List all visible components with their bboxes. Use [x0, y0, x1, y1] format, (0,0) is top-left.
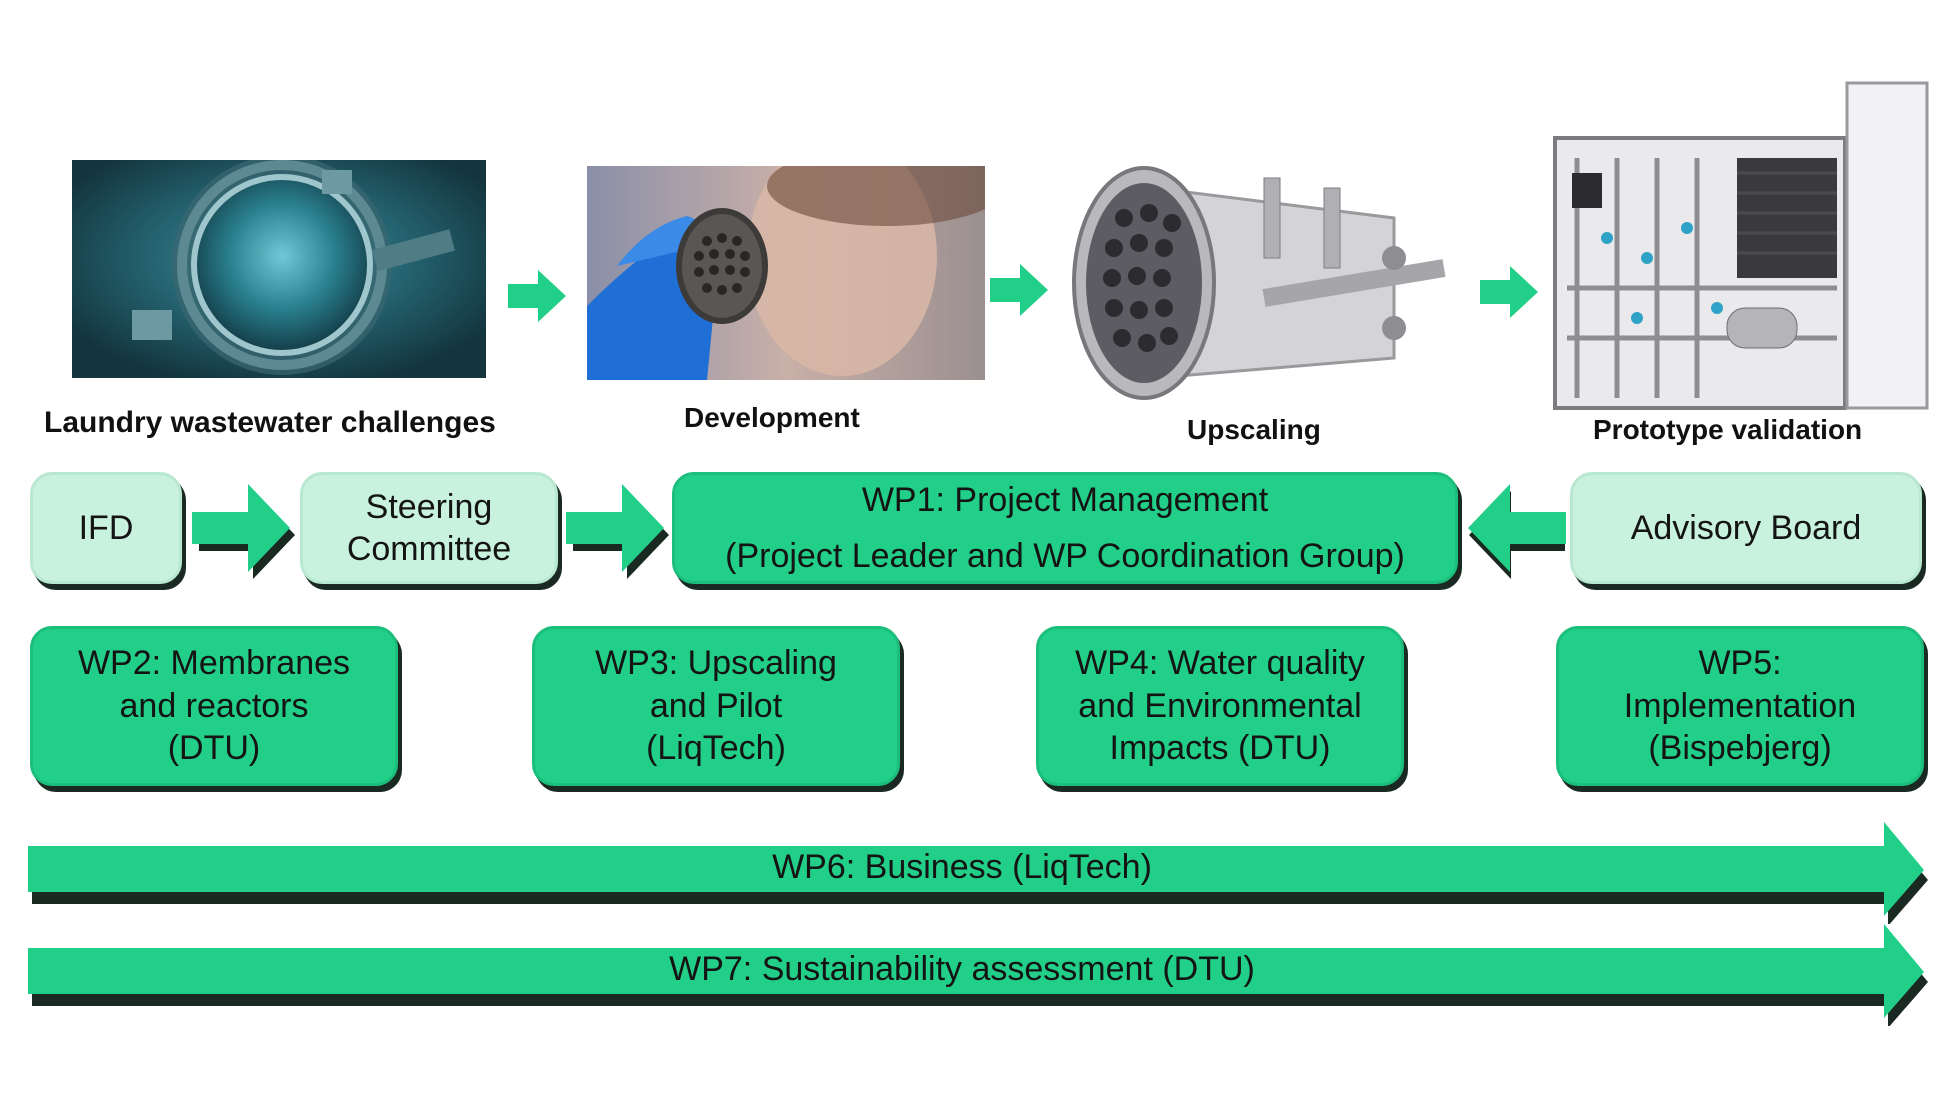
- wp3-box: WP3: Upscaling and Pilot (LiqTech): [532, 626, 900, 786]
- stage-caption-upscaling: Upscaling: [1187, 414, 1321, 445]
- upscaling-module-image: [1064, 148, 1474, 410]
- prototype-unit-image: [1547, 78, 1937, 416]
- stage-caption-prototype: Prototype validation: [1593, 414, 1863, 445]
- ifd-label: IFD: [78, 508, 134, 547]
- wp1-title: WP1: Project Management: [861, 480, 1269, 519]
- arrow-ifd-to-steering: [192, 484, 295, 579]
- wp2-label: WP2: Membranes and reactors (DTU): [77, 644, 351, 768]
- membrane-development-image: [587, 166, 985, 380]
- ifd-box: IFD: [30, 472, 182, 584]
- advisory-board-box: Advisory Board: [1570, 472, 1922, 584]
- advisory-board-label: Advisory Board: [1630, 508, 1862, 547]
- wp6-band-arrow: [28, 822, 1928, 924]
- wp6-band-label: WP6: Business (LiqTech): [772, 848, 1152, 886]
- wp5-box: WP5: Implementation (Bispebjerg): [1556, 626, 1924, 786]
- wp7-band-arrow: [28, 924, 1928, 1026]
- steering-committee-label: Steering Committee: [346, 487, 512, 569]
- wp1-subtitle: (Project Leader and WP Coordination Grou…: [725, 537, 1405, 575]
- stage-caption-laundry: Laundry wastewater challenges: [44, 406, 496, 439]
- wp3-label: WP3: Upscaling and Pilot (LiqTech): [595, 644, 837, 768]
- flow-arrow-1: [508, 270, 566, 322]
- wp1-project-management-box: WP1: Project Management (Project Leader …: [672, 472, 1458, 584]
- stage-caption-development: Development: [684, 402, 860, 433]
- flow-arrow-2: [990, 264, 1048, 316]
- laundry-drum-image: [72, 160, 486, 378]
- steering-committee-box: Steering Committee: [300, 472, 558, 584]
- arrow-advisory-to-wp1: [1468, 484, 1566, 579]
- flow-arrow-3: [1480, 266, 1538, 318]
- wp4-box: WP4: Water quality and Environmental Imp…: [1036, 626, 1404, 786]
- arrow-steering-to-wp1: [566, 484, 669, 579]
- wp4-label: WP4: Water quality and Environmental Imp…: [1075, 644, 1365, 768]
- wp2-box: WP2: Membranes and reactors (DTU): [30, 626, 398, 786]
- wp5-label: WP5: Implementation (Bispebjerg): [1623, 644, 1857, 768]
- wp7-band-label: WP7: Sustainability assessment (DTU): [669, 950, 1255, 988]
